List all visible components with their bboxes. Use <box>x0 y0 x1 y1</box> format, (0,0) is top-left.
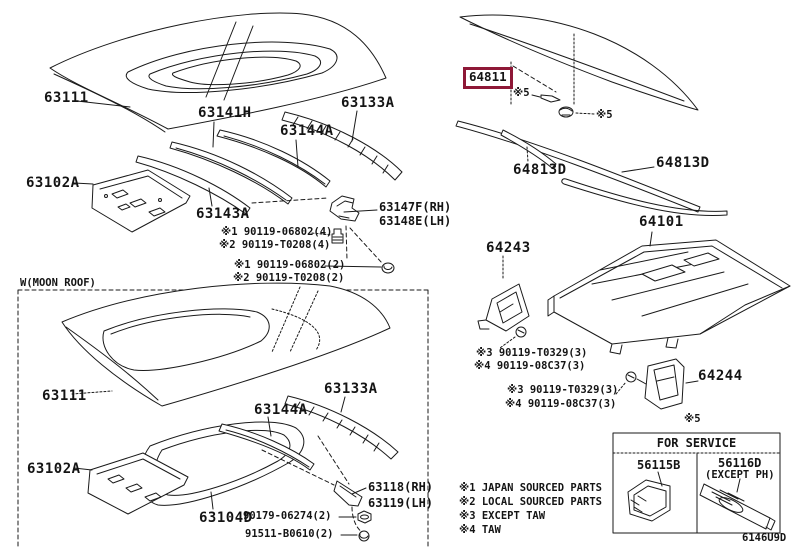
fastener-label-6: ※4 90119-08C37(3) <box>474 360 586 372</box>
glass-clip-shape <box>540 94 561 103</box>
moon-rail-rear-shape <box>284 395 399 460</box>
service-table-header: FOR SERVICE <box>656 436 737 450</box>
moonroof-section-drawing <box>17 282 429 549</box>
part-label-moulding-left: 64813D <box>513 162 567 178</box>
part-label-header-panel: 63102A <box>26 175 80 191</box>
bracket-right-shape <box>644 358 685 410</box>
nut-drawing <box>357 510 372 524</box>
part-label-moon-rail-rear: 63133A <box>324 381 378 397</box>
service-table-drawing <box>612 432 781 534</box>
fastener-label-7: ※3 90119-T0329(3) <box>507 384 619 396</box>
fastener-label-1: ※1 90119-06802(4) <box>221 226 333 238</box>
moulding-left-shape <box>500 129 557 169</box>
part-label-moon-bracket-lh: 63119(LH) <box>368 496 434 510</box>
windshield-header-shape <box>169 141 293 205</box>
bolt-drawing <box>331 228 344 244</box>
package-tray-drawing <box>477 231 791 410</box>
fastener-label-3: ※1 90119-06802(2) <box>234 259 346 271</box>
legend-line-3: ※3 EXCEPT TAW <box>459 510 546 522</box>
fastener-label-clip: 91511-B0610(2) <box>245 528 334 540</box>
roof-panel-shape <box>49 12 387 130</box>
part-label-moonroof-frame: 63104D <box>199 510 253 526</box>
figure-code: 6146U9D <box>742 532 787 544</box>
part-label-roof-bracket-rh: 63147F(RH) <box>379 200 452 214</box>
part-label-bracket-left: 64243 <box>486 240 531 256</box>
moon-bracket-shape <box>333 480 363 507</box>
roof-bow-center-shape <box>216 129 331 188</box>
standard-roof-drawing <box>49 12 403 274</box>
highlighted-part-callout[interactable]: 64811 <box>463 67 513 89</box>
service-part-left: 56115B <box>637 458 681 472</box>
moon-header-panel-shape <box>87 452 189 515</box>
roof-bow-front-shape <box>135 155 251 215</box>
remark-label-service: ※5 <box>684 413 701 425</box>
part-label-windshield-header: 63141H <box>198 105 252 121</box>
remark-label-clip-upper: ※5 <box>513 87 530 99</box>
fastener-label-2: ※2 90119-T0208(4) <box>219 239 331 251</box>
part-label-moon-bow: 63144A <box>254 402 308 418</box>
roof-rail-rear-shape <box>281 111 403 181</box>
clip-drawing <box>358 530 370 542</box>
fastener-label-nut: 90179-06274(2) <box>243 510 332 522</box>
back-window-drawing <box>455 14 728 217</box>
part-label-bracket-right: 64244 <box>698 368 743 384</box>
moonroof-opening-shape <box>102 308 270 371</box>
fastener-label-8: ※4 90119-08C37(3) <box>505 398 617 410</box>
part-label-roof-rail-rear: 63133A <box>341 95 395 111</box>
legend-line-2: ※2 LOCAL SOURCED PARTS <box>459 496 602 508</box>
part-label-moulding-right: 64813D <box>656 155 710 171</box>
package-tray-panel-shape <box>553 239 791 345</box>
part-label-roof-panel: 63111 <box>44 90 89 106</box>
part-label-roof-bracket-lh: 63148E(LH) <box>379 214 452 228</box>
part-label-moon-bracket-rh: 63118(RH) <box>368 480 434 494</box>
header-panel-front-shape <box>91 169 191 233</box>
moonroof-section-title: W(MOON ROOF) <box>20 277 96 289</box>
part-label-roof-bow-front: 63143A <box>196 206 250 222</box>
fastener-label-4: ※2 90119-T0208(2) <box>233 272 345 284</box>
moon-bow-shape <box>218 423 315 471</box>
highlighted-part-number: 64811 <box>469 69 507 84</box>
legend-line-1: ※1 JAPAN SOURCED PARTS <box>459 482 602 494</box>
part-label-moon-header-panel: 63102A <box>27 461 81 477</box>
service-part-right-note: (EXCEPT PH) <box>705 469 775 481</box>
remark-label-clip-lower: ※5 <box>596 109 613 121</box>
part-label-moon-roof-panel: 63111 <box>42 388 87 404</box>
part-label-roof-bow-center: 63144A <box>280 123 334 139</box>
part-label-package-tray: 64101 <box>639 214 684 230</box>
legend-line-4: ※4 TAW <box>459 524 501 536</box>
fastener-label-5: ※3 90119-T0329(3) <box>476 347 588 359</box>
grommet-drawing <box>381 262 395 274</box>
service-part-right: 56116D <box>718 456 762 470</box>
